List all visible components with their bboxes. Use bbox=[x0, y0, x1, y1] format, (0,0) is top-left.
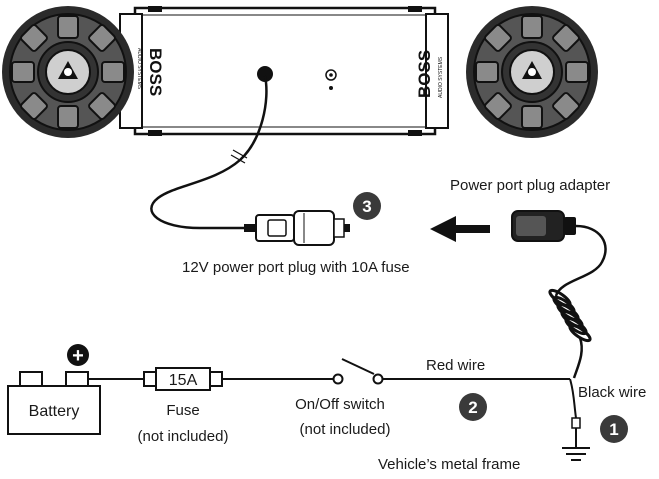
power-port-plug bbox=[244, 210, 350, 246]
fuse-label: Fuse bbox=[166, 402, 200, 419]
step-badge-3 bbox=[353, 192, 381, 220]
plug-adapter bbox=[511, 210, 576, 242]
speaker-left bbox=[2, 6, 134, 138]
left-arrow-icon bbox=[430, 216, 490, 242]
ground-symbol-icon bbox=[562, 432, 590, 461]
step-badge-2 bbox=[459, 393, 487, 421]
red-wire-label: Red wire bbox=[426, 357, 486, 374]
black-wire-label: Black wire bbox=[578, 384, 647, 401]
step-badge-2-label: 2 bbox=[468, 398, 477, 417]
switch-note: (not included) bbox=[299, 421, 391, 438]
step-badge-1-label: 1 bbox=[609, 420, 618, 439]
switch-label: On/Off switch bbox=[295, 396, 385, 413]
fuse-note: (not included) bbox=[137, 428, 229, 445]
on-off-switch bbox=[332, 358, 384, 385]
power-cord bbox=[150, 75, 268, 230]
coiled-cord bbox=[548, 288, 592, 343]
adapter-label: Power port plug adapter bbox=[450, 177, 611, 194]
brand-logo-right-sub: AUDIO SYSTEMS bbox=[438, 56, 444, 98]
fuse-rating: 15A bbox=[169, 372, 198, 389]
battery-label: Battery bbox=[29, 403, 80, 420]
brand-logo-left: BOSS bbox=[146, 48, 165, 96]
speaker-tube bbox=[119, 6, 449, 136]
positive-terminal-badge bbox=[67, 344, 89, 366]
step-badge-3-label: 3 bbox=[362, 197, 371, 216]
step-badge-1 bbox=[600, 415, 628, 443]
frame-label: Vehicle’s metal frame bbox=[378, 456, 521, 473]
aux-jack-icon bbox=[325, 69, 337, 90]
battery bbox=[7, 371, 101, 435]
brand-logo-right: BOSS bbox=[415, 50, 434, 98]
brand-logo-left-sub: AUDIO SYSTEMS bbox=[136, 48, 142, 90]
fuse bbox=[143, 367, 223, 391]
adapter-cord bbox=[554, 224, 607, 297]
power-cord-grommet bbox=[257, 66, 273, 82]
positive-symbol: + bbox=[72, 345, 84, 367]
speaker-right bbox=[466, 6, 598, 138]
black-wire-terminal bbox=[571, 417, 581, 429]
plug-label: 12V power port plug with 10A fuse bbox=[182, 259, 410, 276]
